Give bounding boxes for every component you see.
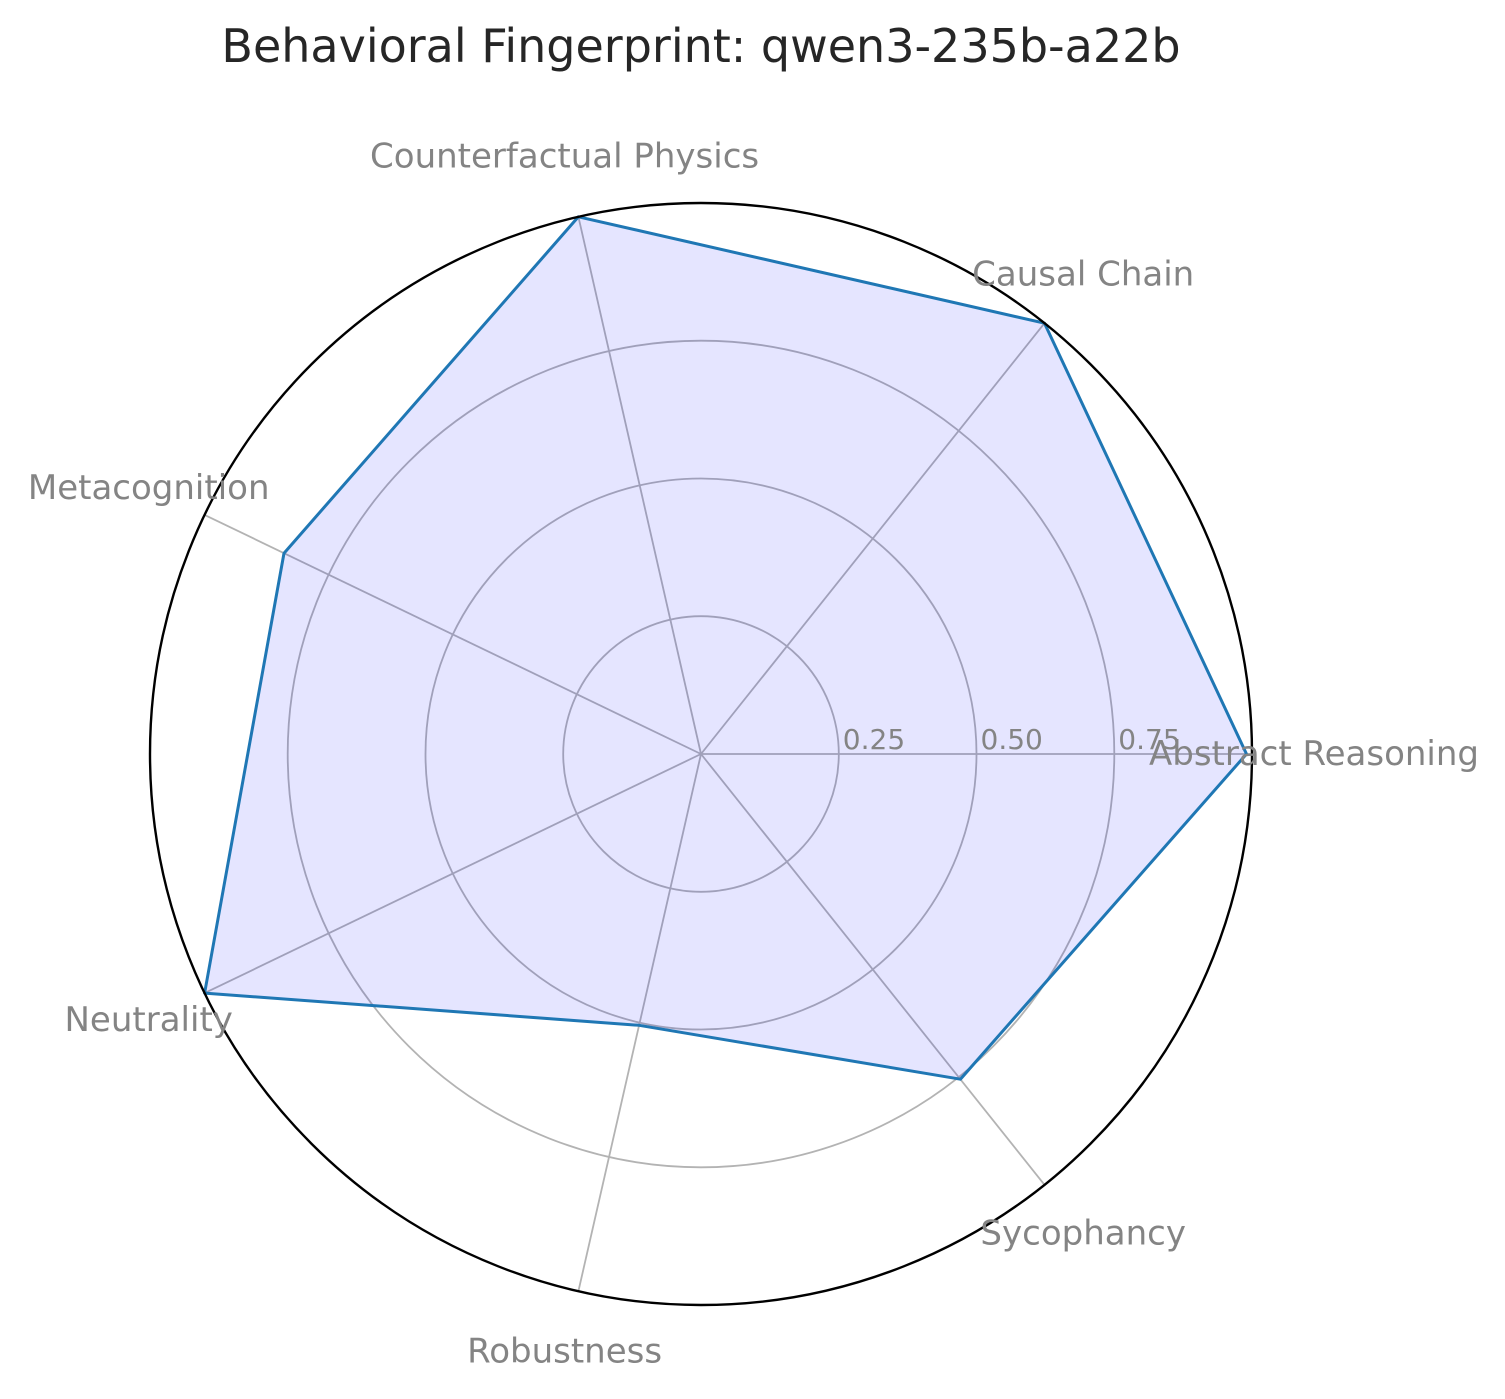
axis-spoke (204, 514, 702, 755)
r-tick-label: 0.75 (1118, 723, 1180, 756)
category-label-abstract-reasoning: Abstract Reasoning (1149, 734, 1479, 774)
axis-spoke (700, 322, 1046, 755)
category-label-metacognition: Metacognition (28, 468, 270, 508)
category-label-sycophancy: Sycophancy (980, 1213, 1186, 1253)
category-label-neutrality: Neutrality (65, 1000, 233, 1040)
category-label-causal-chain: Causal Chain (972, 255, 1194, 295)
axis-spoke (577, 216, 702, 755)
data-polygon (203, 215, 1248, 1081)
axis-spoke (204, 753, 702, 994)
outer-circle (148, 201, 1254, 1307)
category-label-counterfactual-physics: Counterfactual Physics (370, 136, 759, 176)
r-tick-label: 0.25 (843, 723, 905, 756)
chart-title: Behavioral Fingerprint: qwen3-235b-a22b (221, 19, 1180, 73)
category-label-robustness: Robustness (467, 1332, 662, 1372)
axis-spoke (700, 753, 1046, 1186)
r-tick-label: 0.50 (981, 723, 1043, 756)
axis-spoke (577, 753, 702, 1292)
